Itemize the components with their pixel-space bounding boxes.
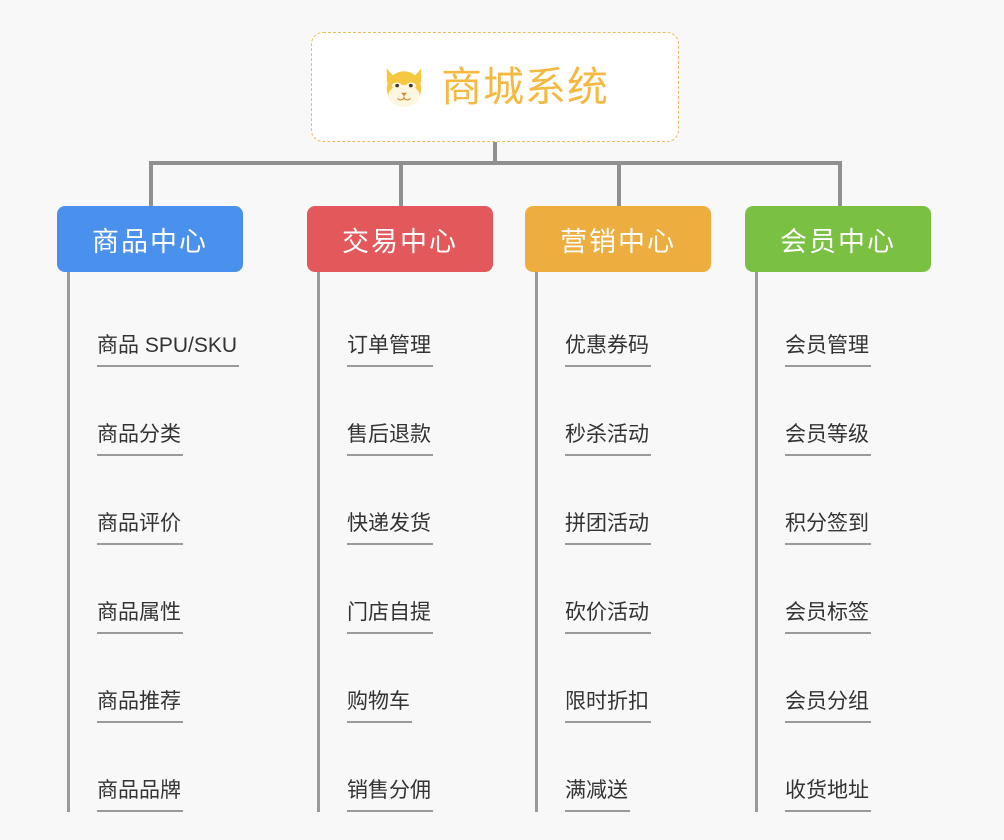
leaf-item[interactable]: 积分签到 (759, 456, 931, 545)
leaf-label: 商品品牌 (97, 778, 183, 812)
connector-drop-1 (399, 161, 403, 208)
leaf-label: 商品 SPU/SKU (97, 333, 240, 367)
leaf-item[interactable]: 商品品牌 (71, 723, 243, 812)
leaf-list-2: 优惠券码 秒杀活动 拼团活动 砍价活动 限时折扣 满减送 (525, 272, 711, 812)
leaf-item[interactable]: 会员等级 (759, 367, 931, 456)
connector-stem (493, 142, 497, 165)
leaf-item[interactable]: 门店自提 (321, 545, 493, 634)
root-title: 商城系统 (441, 63, 609, 110)
category-header-3[interactable]: 会员中心 (745, 206, 931, 272)
category-会员中心: 会员中心 会员管理 会员等级 积分签到 会员标签 会员分组 收货地址 (745, 206, 931, 812)
root-node[interactable]: 商城系统 (311, 32, 679, 142)
leaf-item[interactable]: 商品分类 (71, 367, 243, 456)
leaf-item[interactable]: 商品属性 (71, 545, 243, 634)
leaf-item[interactable]: 快递发货 (321, 456, 493, 545)
category-营销中心: 营销中心 优惠券码 秒杀活动 拼团活动 砍价活动 限时折扣 满减送 (525, 206, 711, 812)
category-label: 交易中心 (342, 226, 458, 257)
leaf-label: 商品分类 (97, 422, 183, 456)
leaf-item[interactable]: 收货地址 (759, 723, 931, 812)
leaf-label: 优惠券码 (565, 333, 651, 367)
leaf-list-3: 会员管理 会员等级 积分签到 会员标签 会员分组 收货地址 (745, 272, 931, 812)
category-label: 会员中心 (780, 226, 896, 257)
category-header-1[interactable]: 交易中心 (307, 206, 493, 272)
category-header-2[interactable]: 营销中心 (525, 206, 711, 272)
leaf-item[interactable]: 订单管理 (321, 278, 493, 367)
leaf-item[interactable]: 会员标签 (759, 545, 931, 634)
leaf-spine (67, 272, 70, 812)
leaf-label: 限时折扣 (565, 689, 651, 723)
leaf-list-0: 商品 SPU/SKU 商品分类 商品评价 商品属性 商品推荐 商品品牌 (57, 272, 243, 812)
leaf-label: 门店自提 (347, 600, 433, 634)
leaf-label: 订单管理 (347, 333, 433, 367)
leaf-item[interactable]: 售后退款 (321, 367, 493, 456)
leaf-label: 积分签到 (785, 511, 871, 545)
leaf-spine (755, 272, 758, 812)
category-label: 营销中心 (560, 226, 676, 257)
leaf-label: 会员等级 (785, 422, 871, 456)
leaf-label: 会员分组 (785, 689, 871, 723)
leaf-item[interactable]: 商品 SPU/SKU (71, 278, 243, 367)
connector-drop-2 (617, 161, 621, 208)
leaf-item[interactable]: 商品评价 (71, 456, 243, 545)
leaf-label: 会员标签 (785, 600, 871, 634)
category-label: 商品中心 (92, 226, 208, 257)
leaf-item[interactable]: 购物车 (321, 634, 493, 723)
leaf-item[interactable]: 商品推荐 (71, 634, 243, 723)
leaf-label: 商品评价 (97, 511, 183, 545)
connector-drop-3 (838, 161, 842, 208)
leaf-item[interactable]: 满减送 (539, 723, 711, 812)
leaf-label: 砍价活动 (565, 600, 651, 634)
leaf-label: 收货地址 (785, 778, 871, 812)
connector-bus (149, 161, 842, 165)
leaf-item[interactable]: 限时折扣 (539, 634, 711, 723)
leaf-item[interactable]: 秒杀活动 (539, 367, 711, 456)
leaf-label: 会员管理 (785, 333, 871, 367)
leaf-label: 快递发货 (347, 511, 433, 545)
leaf-label: 满减送 (565, 778, 630, 812)
leaf-item[interactable]: 拼团活动 (539, 456, 711, 545)
leaf-label: 销售分佣 (347, 778, 433, 812)
leaf-item[interactable]: 优惠券码 (539, 278, 711, 367)
leaf-item[interactable]: 销售分佣 (321, 723, 493, 812)
leaf-spine (317, 272, 320, 812)
connector-drop-0 (149, 161, 153, 208)
leaf-item[interactable]: 会员管理 (759, 278, 931, 367)
leaf-label: 拼团活动 (565, 511, 651, 545)
leaf-label: 商品属性 (97, 600, 183, 634)
leaf-label: 商品推荐 (97, 689, 183, 723)
leaf-label: 秒杀活动 (565, 422, 651, 456)
shiba-dog-face-icon (386, 68, 422, 108)
leaf-item[interactable]: 会员分组 (759, 634, 931, 723)
leaf-label: 购物车 (347, 689, 412, 723)
leaf-label: 售后退款 (347, 422, 433, 456)
category-商品中心: 商品中心 商品 SPU/SKU 商品分类 商品评价 商品属性 商品推荐 商品品牌 (57, 206, 243, 812)
leaf-list-1: 订单管理 售后退款 快递发货 门店自提 购物车 销售分佣 (307, 272, 493, 812)
category-交易中心: 交易中心 订单管理 售后退款 快递发货 门店自提 购物车 销售分佣 (307, 206, 493, 812)
leaf-spine (535, 272, 538, 812)
leaf-item[interactable]: 砍价活动 (539, 545, 711, 634)
category-header-0[interactable]: 商品中心 (57, 206, 243, 272)
